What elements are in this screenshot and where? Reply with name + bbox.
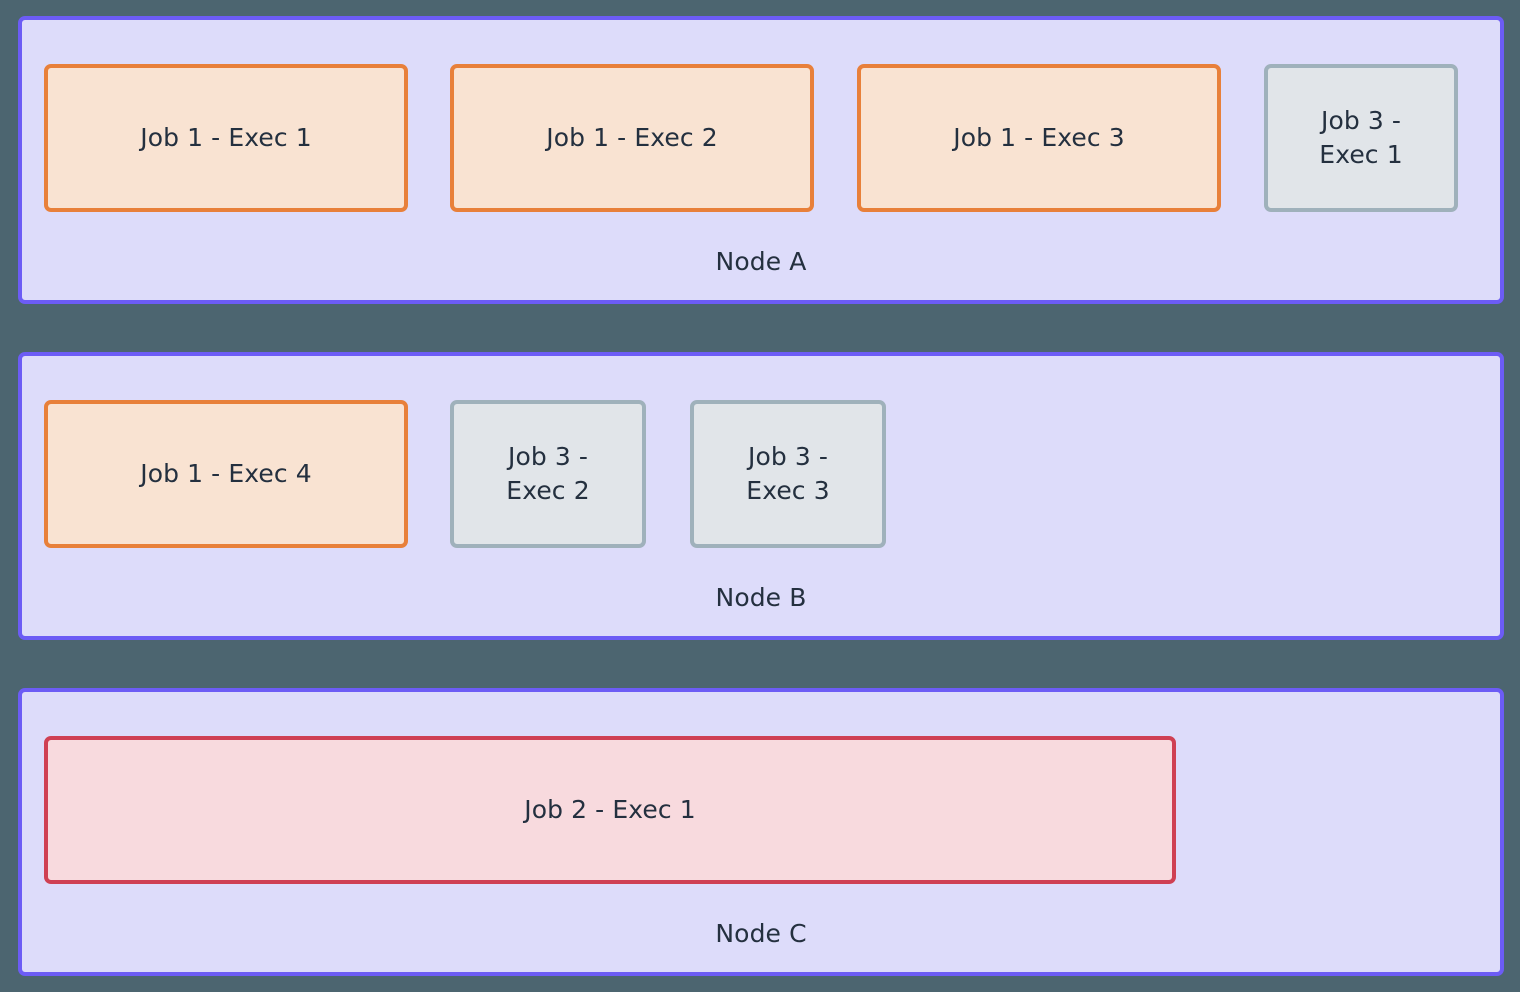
task-label: Job 3 - Exec 3 (746, 442, 830, 505)
task-box-job3-exec2[interactable]: Job 3 - Exec 2 (450, 400, 646, 548)
task-label: Job 3 - Exec 1 (1319, 106, 1403, 169)
task-label: Job 1 - Exec 1 (140, 123, 312, 153)
node-container-a: Job 1 - Exec 1 Job 1 - Exec 2 Job 1 - Ex… (18, 16, 1504, 304)
task-box-job1-exec1[interactable]: Job 1 - Exec 1 (44, 64, 408, 212)
task-box-job1-exec4[interactable]: Job 1 - Exec 4 (44, 400, 408, 548)
task-label: Job 2 - Exec 1 (524, 795, 696, 825)
task-box-job1-exec2[interactable]: Job 1 - Exec 2 (450, 64, 814, 212)
task-box-job3-exec3[interactable]: Job 3 - Exec 3 (690, 400, 886, 548)
task-label: Job 1 - Exec 4 (140, 459, 312, 489)
task-label: Job 1 - Exec 3 (953, 123, 1125, 153)
node-label-b: Node B (715, 583, 807, 612)
task-label: Job 3 - Exec 2 (506, 442, 590, 505)
task-label: Job 1 - Exec 2 (546, 123, 718, 153)
task-box-job1-exec3[interactable]: Job 1 - Exec 3 (857, 64, 1221, 212)
node-label-c: Node C (715, 919, 807, 948)
node-container-b: Job 1 - Exec 4 Job 3 - Exec 2 Job 3 - Ex… (18, 352, 1504, 640)
node-container-c: Job 2 - Exec 1 Node C (18, 688, 1504, 976)
task-box-job3-exec1[interactable]: Job 3 - Exec 1 (1264, 64, 1458, 212)
node-label-a: Node A (715, 247, 807, 276)
task-box-job2-exec1[interactable]: Job 2 - Exec 1 (44, 736, 1176, 884)
